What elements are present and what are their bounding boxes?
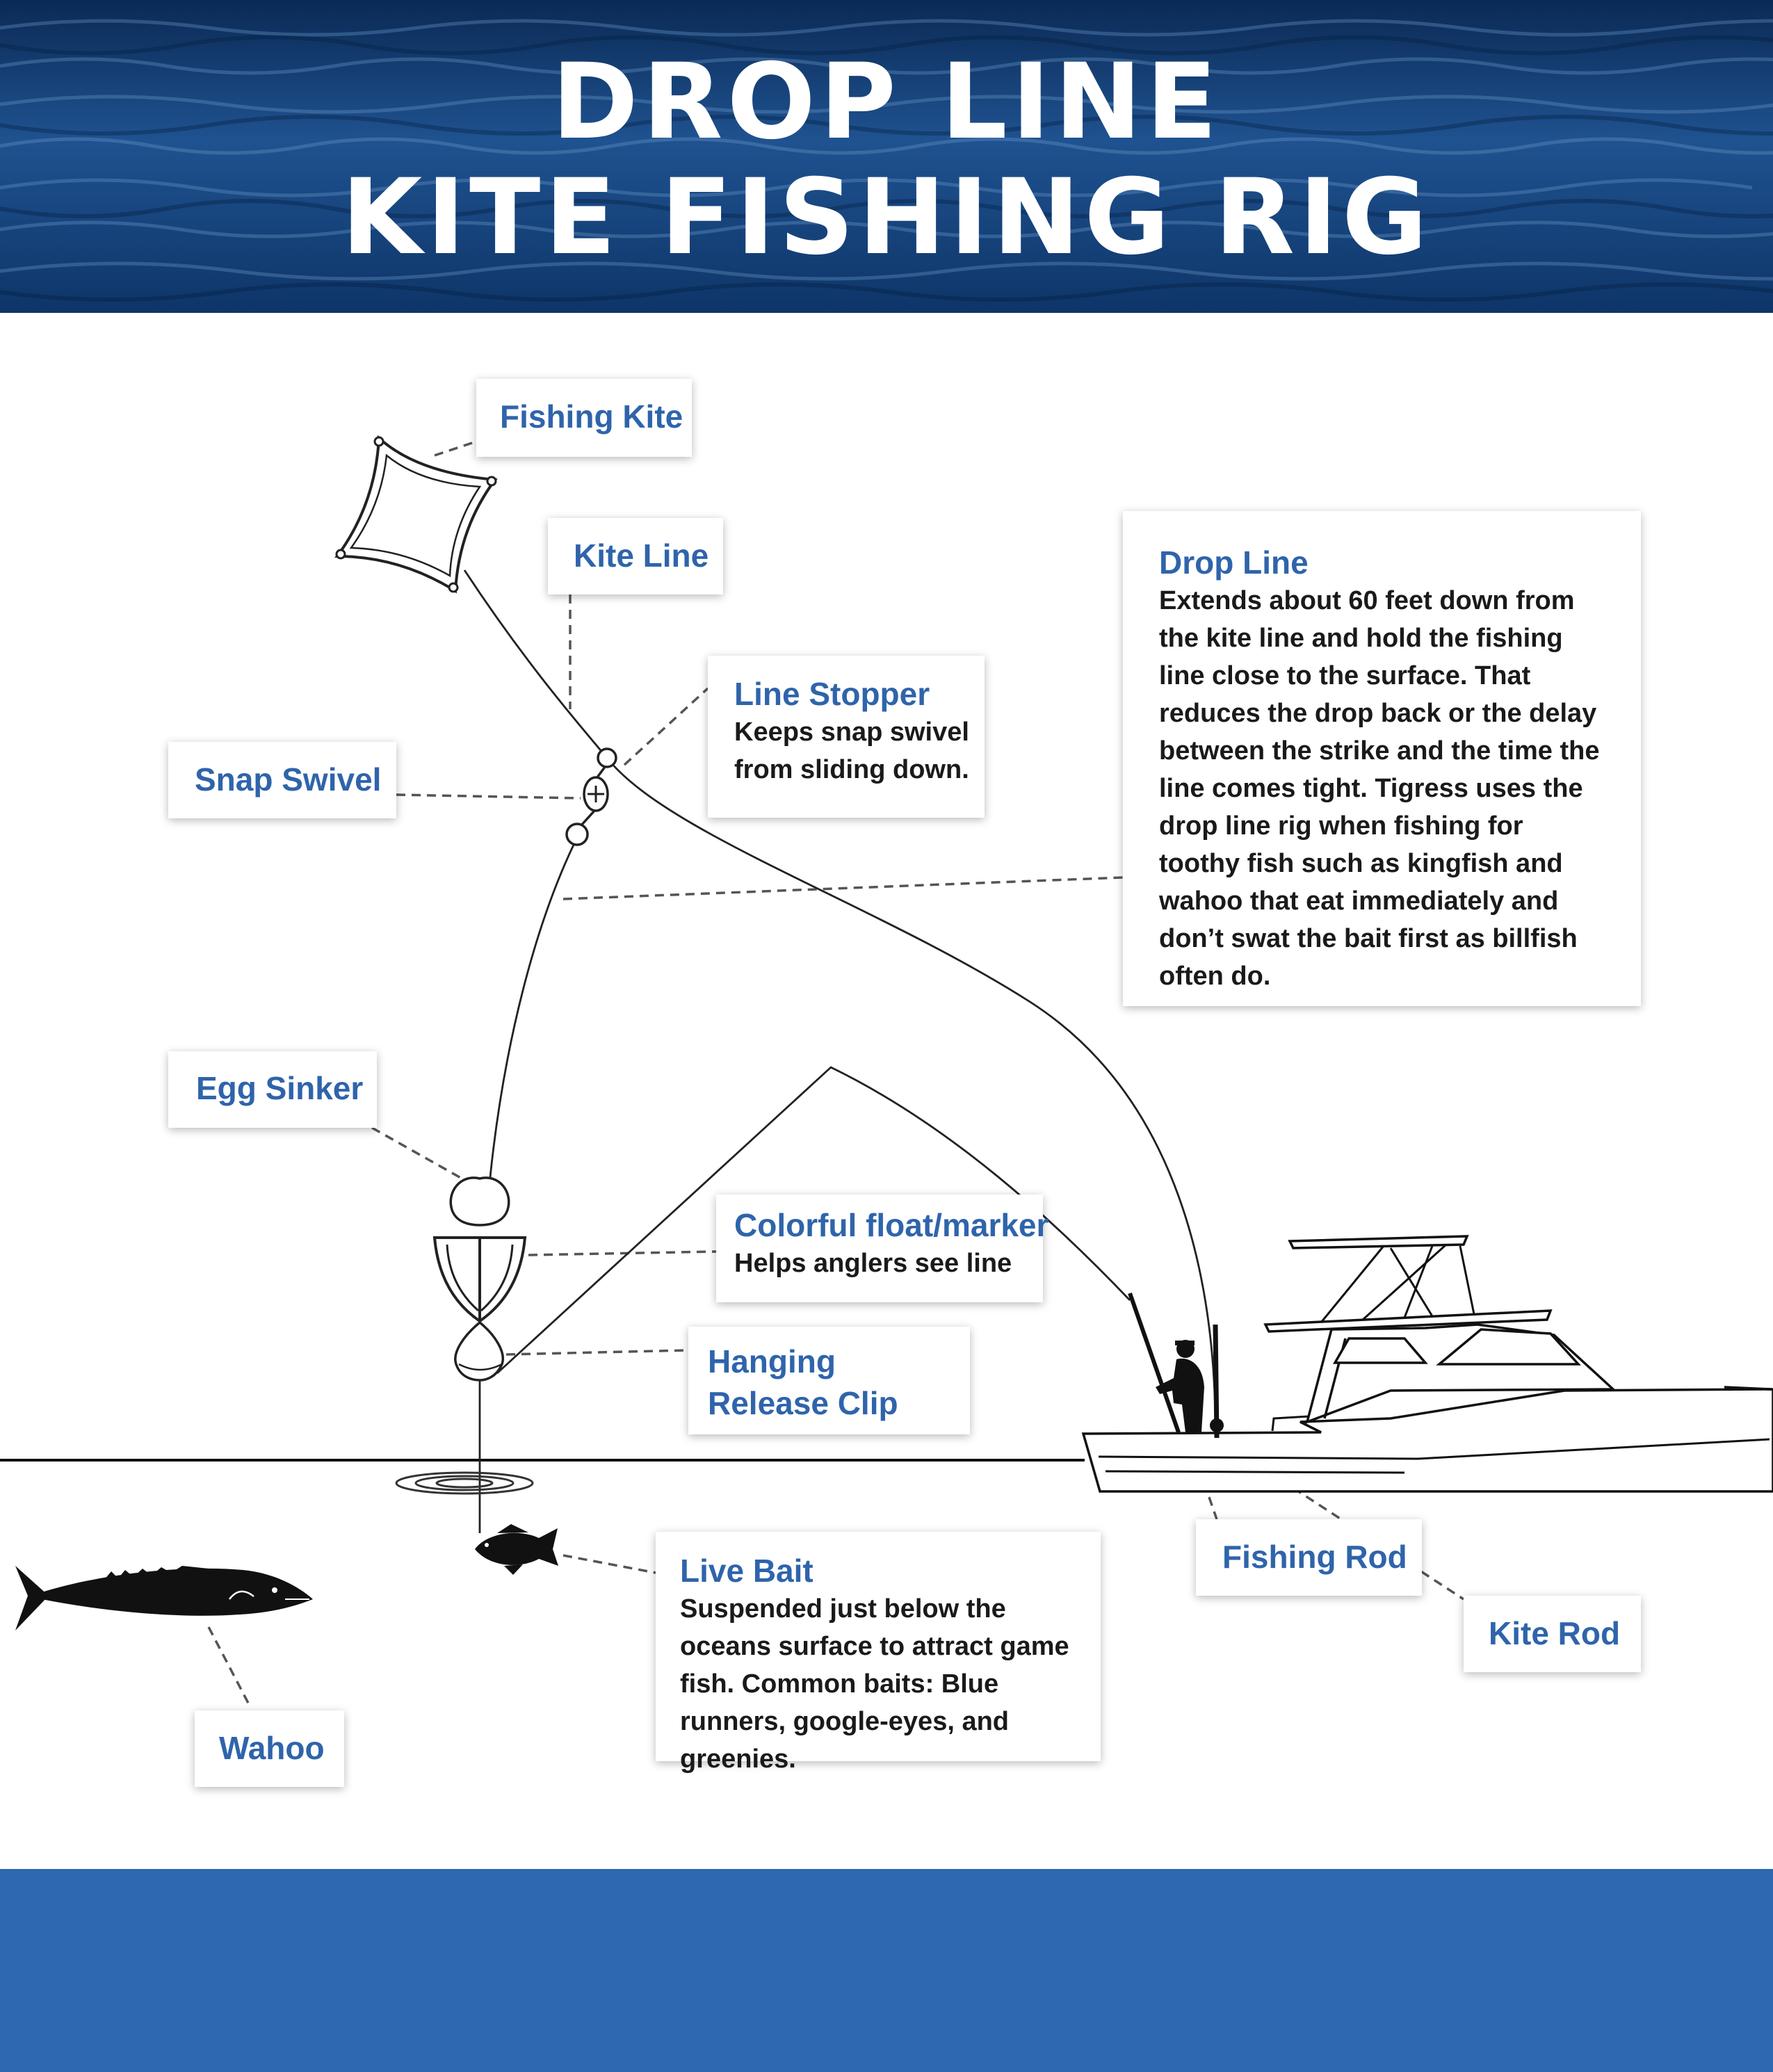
label-kite-line-text: Kite Line — [574, 537, 709, 574]
label-kite-rod-text: Kite Rod — [1489, 1615, 1621, 1651]
water-ripple-icon — [395, 1471, 534, 1495]
wahoo-fish-icon — [15, 1566, 313, 1630]
leader-release-clip — [505, 1349, 689, 1356]
label-fishing-kite-text: Fishing Kite — [500, 398, 683, 435]
leader-egg-sinker — [371, 1126, 465, 1181]
leader-wahoo — [207, 1626, 252, 1708]
label-egg-sinker: Egg Sinker — [168, 1051, 377, 1128]
label-float-marker-title: Colorful float/marker — [734, 1207, 1049, 1243]
release-clip-icon — [454, 1320, 504, 1382]
label-drop-line-title: Drop Line — [1159, 544, 1309, 581]
label-line-stopper-title: Line Stopper — [734, 676, 930, 712]
angler-icon — [1156, 1340, 1204, 1432]
fishing-rod-icon — [1128, 1293, 1181, 1433]
label-drop-line-body: Extends about 60 feet down from the kite… — [1159, 586, 1600, 991]
title-line-2: KITE FISHING RIG — [341, 157, 1432, 278]
ocean-background — [0, 0, 1773, 313]
label-wahoo-text: Wahoo — [219, 1730, 325, 1766]
label-drop-line: Drop Line Extends about 60 feet down fro… — [1123, 511, 1641, 1006]
label-float-marker: Colorful float/marker Helps anglers see … — [716, 1195, 1049, 1302]
title-line-1: DROP LINE — [551, 42, 1222, 163]
drop-line — [489, 843, 576, 1178]
live-bait-fish-icon — [475, 1524, 558, 1575]
label-fishing-kite: Fishing Kite — [476, 379, 692, 457]
float-marker-icon — [432, 1236, 527, 1323]
label-float-marker-body: Helps anglers see line — [734, 1249, 1012, 1278]
label-kite-line: Kite Line — [548, 518, 723, 594]
label-kite-rod: Kite Rod — [1464, 1596, 1641, 1672]
leader-snap-swivel — [396, 793, 581, 800]
kite-line — [463, 569, 1217, 1419]
label-live-bait-body: Suspended just below the oceans surface … — [680, 1594, 1069, 1774]
leader-drop-line — [562, 876, 1124, 900]
fishing-line — [496, 1066, 1131, 1375]
label-wahoo: Wahoo — [195, 1710, 344, 1787]
label-snap-swivel-text: Snap Swivel — [195, 761, 382, 798]
label-line-stopper-body: Keeps snap swivel from sliding down. — [734, 718, 969, 784]
fishing-kite-icon — [334, 435, 498, 594]
leader-fishing-kite — [434, 440, 477, 457]
label-release-clip: Hanging Release Clip — [688, 1327, 970, 1434]
label-live-bait-title: Live Bait — [680, 1553, 813, 1589]
snap-swivel-icon — [565, 766, 609, 846]
line-stopper-icon — [597, 747, 617, 768]
leader-line-stopper — [623, 687, 709, 766]
label-snap-swivel: Snap Swivel — [168, 742, 396, 818]
label-live-bait: Live Bait Suspended just below the ocean… — [656, 1532, 1101, 1774]
header-banner: DROP LINE KITE FISHING RIG — [0, 0, 1773, 313]
leader-float-marker — [528, 1250, 717, 1256]
sport-fishing-boat-icon — [1081, 1235, 1773, 1493]
egg-sinker-icon — [449, 1176, 510, 1227]
footer-band — [0, 1869, 1773, 2072]
label-line-stopper: Line Stopper Keeps snap swivel from slid… — [708, 656, 985, 818]
label-release-clip-text: Hanging Release Clip — [708, 1343, 898, 1421]
label-egg-sinker-text: Egg Sinker — [196, 1070, 364, 1106]
label-fishing-rod: Fishing Rod — [1196, 1519, 1422, 1596]
label-fishing-rod-text: Fishing Rod — [1222, 1539, 1407, 1575]
leader-live-bait — [562, 1554, 656, 1574]
